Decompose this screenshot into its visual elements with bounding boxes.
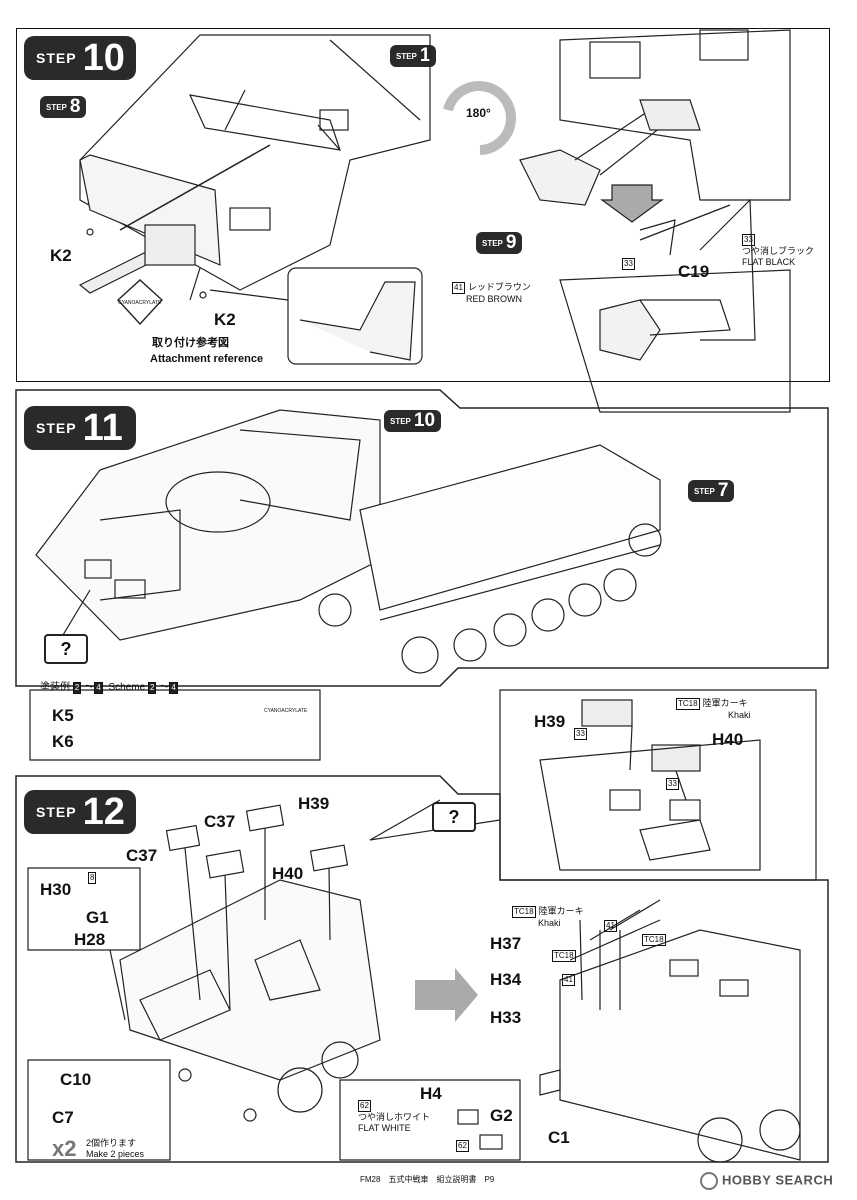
paint-33-label: 33	[622, 258, 635, 270]
watermark-logo-icon	[700, 1172, 718, 1190]
part-g2: G2	[490, 1106, 513, 1125]
paint-flat-white: 62 つや消しホワイト FLAT WHITE	[358, 1100, 431, 1133]
scheme-label: 塗装例 2〜4 Scheme 2〜4	[40, 682, 178, 694]
part-h28: H28	[74, 930, 106, 949]
part-h33: H33	[490, 1008, 522, 1027]
part-h40: H40	[272, 864, 304, 883]
part-k2-right: K2	[214, 310, 236, 329]
part-k2-left: K2	[50, 246, 72, 265]
page-footer: FM28 五式中戦車 組立説明書 P9	[360, 1175, 495, 1184]
part-c10: C10	[60, 1070, 92, 1089]
quantity-x2: x2	[52, 1136, 77, 1161]
part-h34: H34	[490, 970, 522, 989]
part-c37-top: C37	[204, 812, 236, 831]
part-k6: K6	[52, 732, 74, 751]
view-arrow-icon: ?	[44, 634, 88, 664]
paint-41-b: 41	[562, 974, 575, 986]
paint-33-h39: 33	[574, 728, 587, 740]
view-arrow-icon-2: ?	[432, 802, 476, 832]
part-g1: G1	[86, 908, 109, 927]
attachment-ref-ja: 取り付け参考図	[152, 337, 229, 349]
paint-33-h40: 33	[666, 778, 679, 790]
attachment-ref-en: Attachment reference	[150, 353, 264, 365]
part-h39: H39	[298, 794, 330, 813]
paint-flat-black: 33 つや消しブラック FLAT BLACK	[742, 234, 815, 267]
part-c37-left: C37	[126, 846, 158, 865]
paint-8: 8	[88, 872, 97, 884]
watermark: HOBBY SEARCH	[700, 1172, 833, 1190]
part-c19: C19	[678, 262, 710, 281]
paint-41-a: 41	[604, 920, 617, 932]
paint-tc18-c: TC18	[642, 934, 666, 946]
rotate-label: 180°	[466, 106, 491, 120]
part-k5: K5	[52, 706, 74, 725]
part-h37: H37	[490, 934, 522, 953]
paint-62-b: 62	[456, 1140, 469, 1152]
part-c7: C7	[52, 1108, 74, 1127]
part-h30: H30	[40, 880, 72, 899]
part-h39-detail: H39	[534, 712, 566, 731]
part-h40-detail: H40	[712, 730, 744, 749]
part-c1: C1	[548, 1128, 570, 1147]
paint-tc18-b: TC18	[552, 950, 576, 962]
part-h4: H4	[420, 1084, 442, 1103]
cyanoacrylate-label-2: CYANOACRYLATE	[264, 708, 308, 714]
cyanoacrylate-label: CYANOACRYLATE	[118, 300, 162, 306]
